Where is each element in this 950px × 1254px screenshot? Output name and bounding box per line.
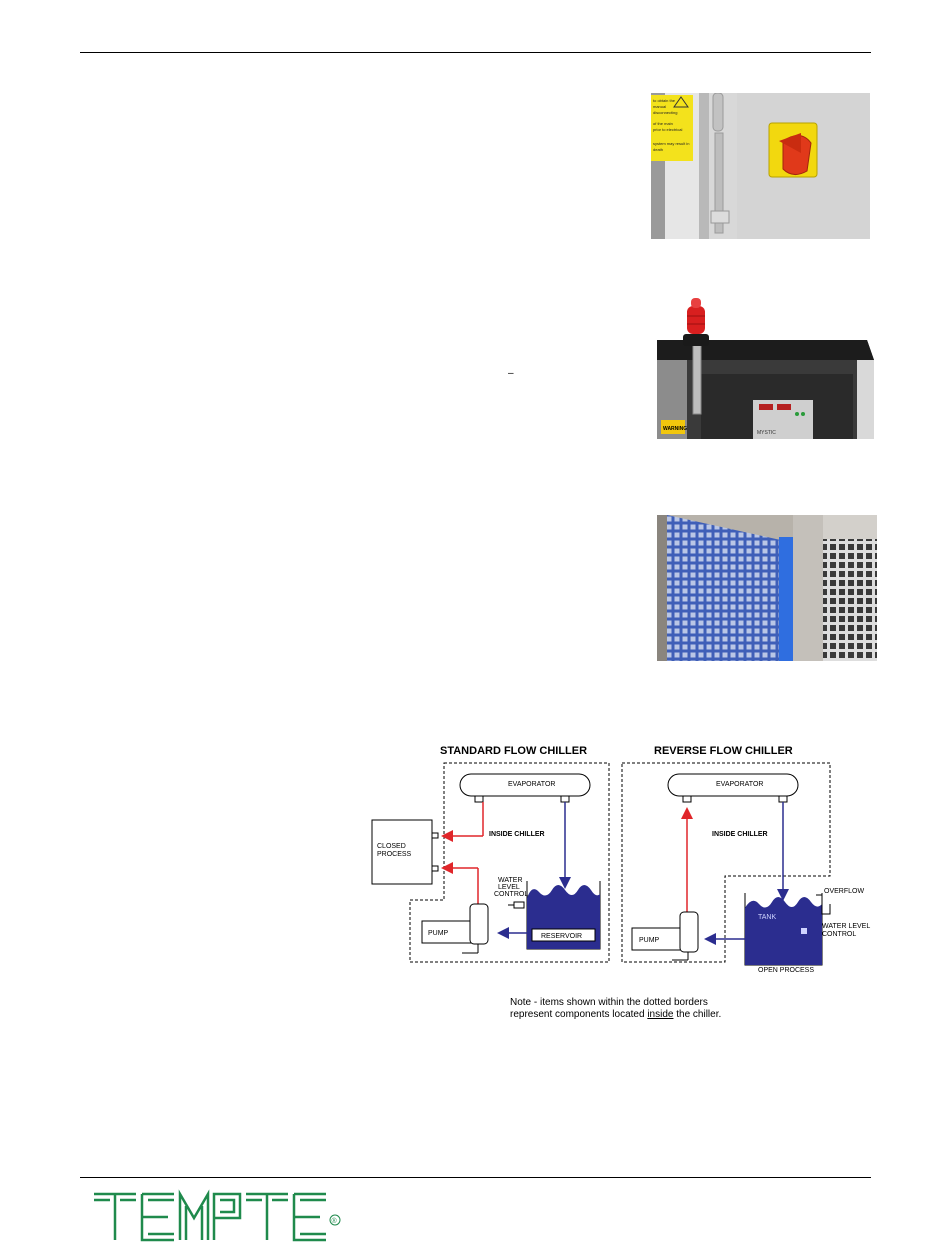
flow-diagrams: STANDARD FLOW CHILLER EVAPORATOR INSIDE … — [371, 745, 870, 974]
registered-mark: ® — [332, 1217, 338, 1225]
warning-line: to obtain the — [653, 98, 676, 103]
reservoir-label: RESERVOIR — [541, 933, 582, 940]
warning-line: manual — [653, 104, 666, 109]
reverse-wlc-label-1: WATER LEVEL — [822, 923, 870, 930]
standard-wlc-label-2: LEVEL — [498, 884, 520, 891]
stray-mark: – — [508, 368, 514, 379]
standard-pump-label: PUMP — [428, 930, 449, 937]
overflow-label: OVERFLOW — [824, 888, 864, 895]
warning-line: prior to electrical — [653, 127, 682, 132]
reverse-diagram-title: REVERSE FLOW CHILLER — [654, 745, 793, 757]
open-process-tank — [744, 893, 823, 966]
header-rule — [80, 52, 871, 53]
temptek-logo: ® — [90, 1188, 350, 1246]
standard-inside-label: INSIDE CHILLER — [489, 831, 545, 838]
reverse-pump-label: PUMP — [639, 937, 660, 944]
warning-line: disconnecting — [653, 110, 677, 115]
disconnect-switch-photo: to obtain the manual disconnecting of th… — [651, 93, 870, 239]
warning-line: system may result in — [653, 141, 689, 146]
standard-evaporator-label: EVAPORATOR — [508, 781, 555, 788]
note-inside-word: inside — [647, 1009, 674, 1020]
tank-label: TANK — [758, 914, 776, 921]
warning-line: of the main — [653, 121, 673, 126]
air-filter-photo — [657, 515, 877, 661]
closed-process-label-1: CLOSED — [377, 843, 406, 850]
warning-label: WARNING — [663, 426, 687, 432]
diagram-note: Note - items shown within the dotted bor… — [510, 997, 810, 1021]
open-process-label: OPEN PROCESS — [758, 967, 814, 974]
alarm-beacon-photo: WARNING MYSTIC — [657, 296, 874, 439]
closed-process-label-2: PROCESS — [377, 851, 412, 858]
note-line-2: represent components located inside the … — [510, 1009, 722, 1020]
standard-wlc-label-1: WATER — [498, 877, 523, 884]
reverse-wlc-label-2: CONTROL — [822, 931, 856, 938]
footer-rule — [80, 1177, 871, 1178]
standard-diagram-title: STANDARD FLOW CHILLER — [440, 745, 587, 757]
reverse-inside-label: INSIDE CHILLER — [712, 831, 768, 838]
standard-wlc-label-3: CONTROL — [494, 891, 528, 898]
note-line-1: Note - items shown within the dotted bor… — [510, 997, 708, 1008]
warning-line: death — [653, 147, 663, 152]
reverse-evaporator-label: EVAPORATOR — [716, 781, 763, 788]
panel-label: MYSTIC — [757, 430, 776, 436]
